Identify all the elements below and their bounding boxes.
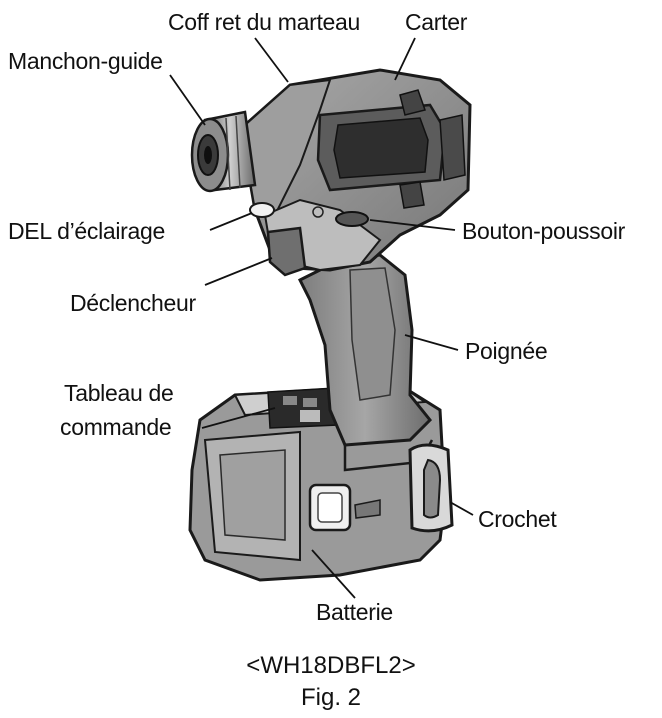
push-button [336,212,368,226]
label-led: DEL d’éclairage [8,218,165,244]
trigger [268,228,305,275]
belt-hook [410,445,452,531]
label-guide-sleeve: Manchon-guide [8,48,163,74]
label-battery: Batterie [316,599,393,625]
label-hammer-case: Coff ret du marteau [168,9,360,35]
label-control-panel-line2: commande [60,414,171,440]
figure-caption: Fig. 2 [0,683,662,713]
label-housing: Carter [405,9,467,35]
label-control-panel-line1: Tableau de [64,380,174,406]
led-light [250,203,274,217]
label-hook: Crochet [478,506,556,532]
label-push-button: Bouton-poussoir [462,218,625,244]
model-caption: <WH18DBFL2> [0,651,662,681]
label-trigger: Déclencheur [70,290,196,316]
guide-sleeve [192,112,255,191]
label-handle: Poignée [465,338,547,364]
